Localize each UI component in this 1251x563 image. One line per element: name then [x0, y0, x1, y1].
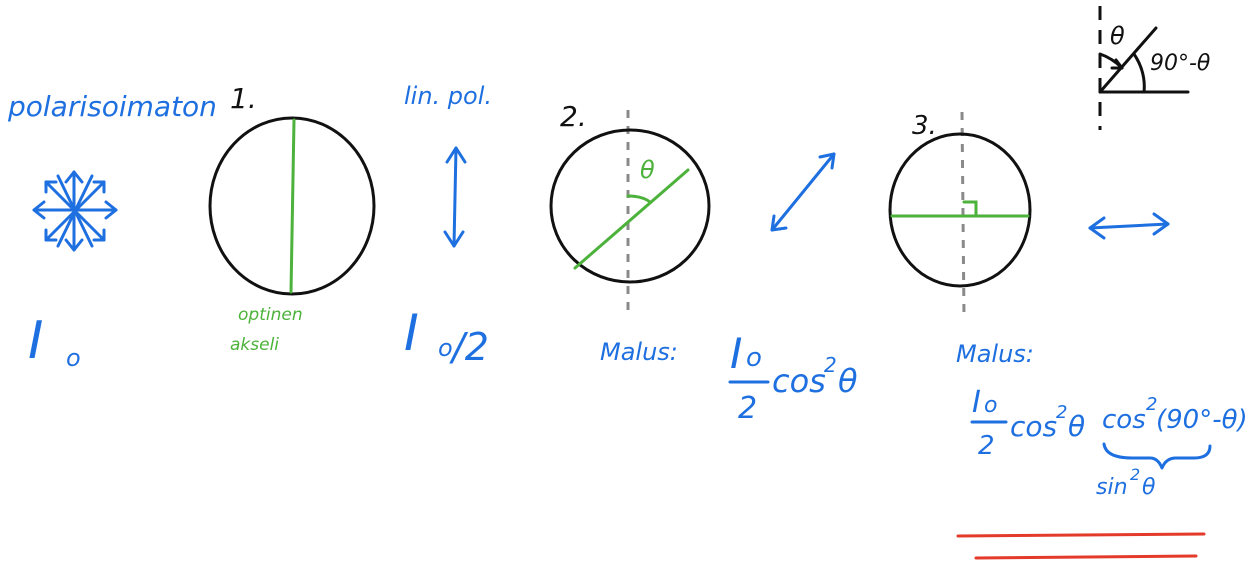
malus-label-3: Malus:: [956, 340, 1034, 368]
polarizer-2-angle-arc: [626, 194, 652, 204]
intensity-half-symbol: I: [404, 304, 419, 362]
formula-2-denominator: 2: [738, 391, 757, 426]
formula-2-cos: cos: [772, 362, 826, 400]
formula-3-cos-2: cos: [1102, 405, 1146, 435]
polarizer-3-right-angle: [962, 200, 978, 218]
angle-inset: θ 90°-θ: [1098, 6, 1211, 130]
horizontal-double-arrow-icon: [1088, 212, 1170, 240]
formula-2-numerator: I: [730, 329, 742, 378]
formula-3-sup-2: 2: [1146, 394, 1157, 415]
formula-3-arg-2: (90°-θ): [1156, 405, 1248, 435]
malus-label-2: Malus:: [600, 338, 678, 366]
red-underline-1: [956, 532, 1206, 538]
polarizer-1-circle: [208, 116, 376, 296]
formula-3-numerator: I: [972, 385, 981, 420]
polarizer-1-number: 1.: [230, 82, 257, 115]
formula-3-denominator: 2: [978, 431, 995, 461]
inset-theta-arrow: [1110, 58, 1124, 70]
polarizer-2-number: 2.: [560, 100, 587, 133]
inset-complement-arc: [1132, 52, 1146, 94]
formula-3-sup-1: 2: [1056, 402, 1067, 423]
underbrace: [1102, 442, 1212, 470]
malus-formula-3: I o 2 cos 2 θ cos 2 (90°-θ): [970, 385, 1248, 461]
polarizer-2-theta: θ: [640, 156, 655, 184]
formula-3-cos-1: cos: [1010, 410, 1057, 443]
intensity-i0: I o: [28, 311, 81, 372]
formula-2-numerator-sub: o: [746, 343, 762, 373]
optical-axis-label-line2: akseli: [230, 335, 279, 355]
brace-label-sup: 2: [1130, 465, 1140, 484]
diagonal-double-arrow-icon: [770, 152, 836, 232]
unpolarized-label: polarisoimaton: [7, 90, 217, 123]
intensity-half-subscript: o: [438, 334, 453, 362]
polarizer-2-circle: [549, 128, 711, 284]
polarizer-3-circle: [888, 132, 1032, 288]
linear-polarized-label: lin. pol.: [404, 82, 492, 110]
intensity-subscript: o: [66, 344, 81, 372]
brace-label-theta: θ: [1142, 475, 1156, 500]
brace-label-sin: sin: [1096, 475, 1128, 500]
red-underline-2: [974, 554, 1198, 560]
intensity-symbol: I: [28, 311, 43, 371]
inset-theta-label: θ: [1110, 22, 1125, 50]
formula-3-theta-1: θ: [1068, 410, 1085, 443]
polarizer-3-number: 3.: [912, 111, 937, 141]
intensity-half-tail: /2: [449, 325, 489, 369]
vertical-double-arrow-icon: [443, 146, 467, 248]
brace-label: sin 2 θ: [1096, 465, 1156, 500]
optical-axis-label-line1: optinen: [238, 305, 303, 325]
inset-complement-label: 90°-θ: [1150, 51, 1211, 76]
polarizer-2-optical-axis: [573, 168, 690, 270]
inset-diagonal-line: [1098, 26, 1158, 94]
intensity-i0-half: I o /2: [404, 304, 489, 369]
formula-2-sup: 2: [824, 353, 837, 377]
malus-formula-2: I o 2 cos 2 θ: [728, 329, 858, 426]
polarizer-1-optical-axis: [289, 118, 296, 294]
unpolarized-star-icon: [32, 170, 118, 252]
formula-3-numerator-sub: o: [984, 393, 997, 418]
formula-2-theta: θ: [838, 362, 858, 400]
